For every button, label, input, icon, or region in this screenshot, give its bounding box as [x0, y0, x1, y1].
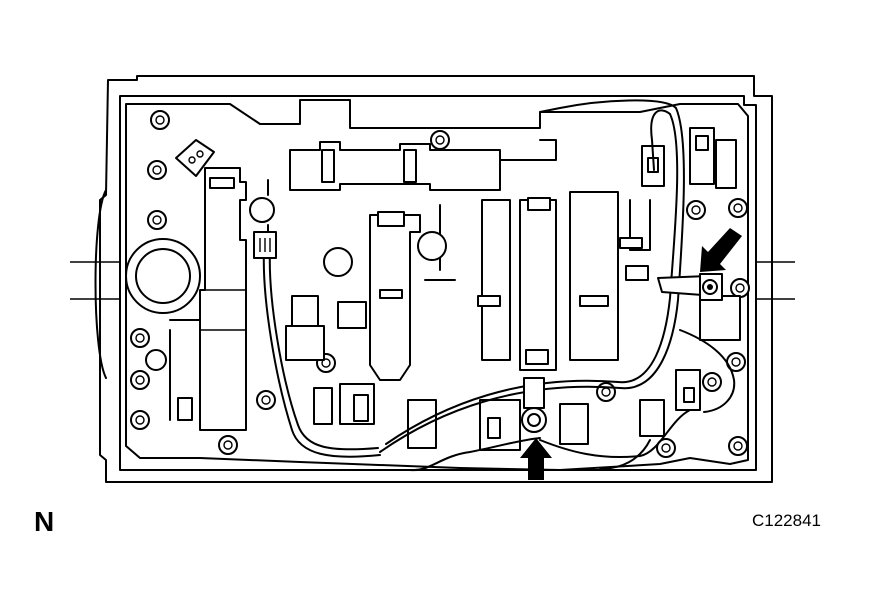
- harness-connector-left: [253, 231, 277, 259]
- arrow-lower-center: [520, 438, 552, 480]
- spool-left: [177, 167, 247, 431]
- solenoid-cluster-left: [285, 295, 437, 449]
- upper-right-connectors: [641, 127, 737, 189]
- housing-outline: [99, 75, 773, 483]
- arrow-upper-right: [700, 228, 742, 272]
- center-right-spools: [477, 191, 651, 371]
- clamp-upper-right: [657, 273, 723, 301]
- right-lower-components: [479, 295, 741, 451]
- bolt-group: [130, 110, 750, 458]
- valve-channels-left: [145, 179, 275, 421]
- clamp-lower-center: [521, 377, 547, 433]
- left-flange: [94, 189, 107, 379]
- accumulator-ring: [125, 238, 201, 314]
- wiring-harness: [262, 99, 736, 472]
- figure-code: C122841: [752, 511, 822, 530]
- orientation-mark: N: [34, 506, 55, 537]
- center-valves: [323, 204, 456, 381]
- top-spool: [289, 139, 557, 191]
